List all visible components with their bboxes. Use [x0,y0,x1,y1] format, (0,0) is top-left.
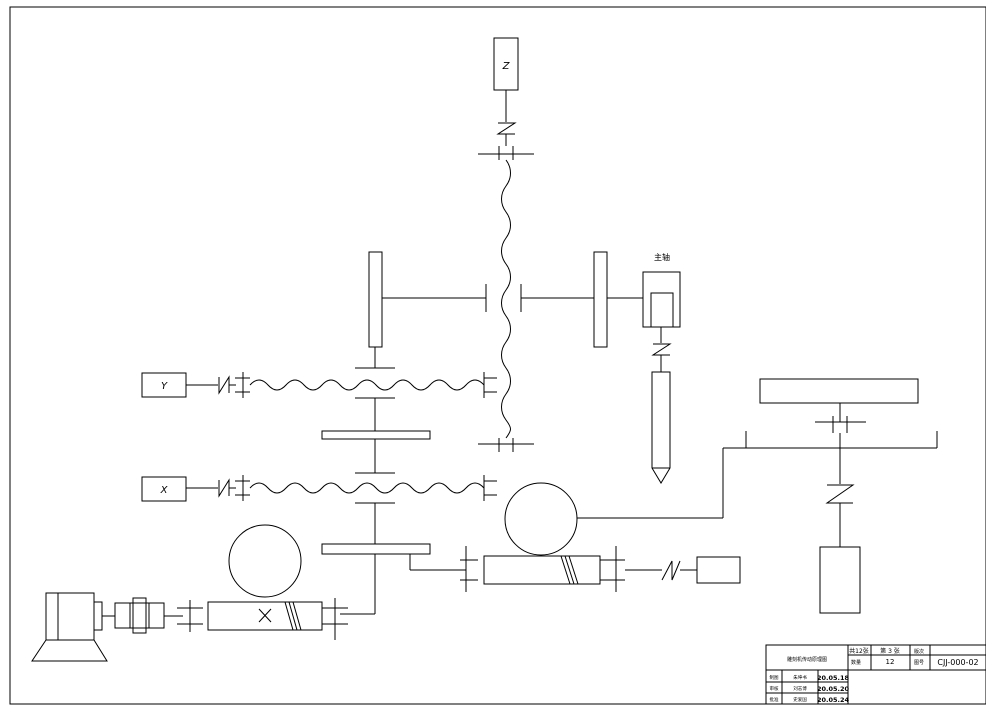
worktable-motor [819,546,861,614]
x-axis-drive: X [141,475,497,502]
worm-right-bearing [322,598,348,640]
title-block-quantity-label: 数量 [851,659,861,666]
spindle-core [650,292,674,328]
z-motor-label: Z [502,61,511,72]
secondary-worm-drive [460,448,741,592]
spindle-gear-train [368,251,643,368]
spindle-coupling-symbol [651,343,672,356]
main-motor-body [45,592,95,641]
x-coupling-symbol [218,478,230,498]
title-block-drawing-name: 雕刻机传动原理图 [787,656,827,663]
main-motor-drive [31,524,348,662]
title-block: 雕刻机传动原理图 共12张 数量 第 3 张 12 版次 图号 CJJ-000-… [765,644,986,705]
title-block-role-0: 制图 [770,674,779,681]
x-right-bearing [483,475,497,501]
worm-wheel-lower [228,524,302,598]
worm-shaft-upper [483,555,601,585]
title-block-name-2: 史爱国 [793,696,807,703]
x-motor-label: X [160,485,169,496]
worm2-right-bearing [600,546,625,592]
x-lead-screw [249,482,485,494]
worm-shaft-lower [207,601,323,631]
y-right-bearing [483,372,497,398]
title-block-date-0: 20.05.18 [817,674,850,682]
worm-left-bearing [177,600,203,632]
y-left-bearing [235,372,250,398]
right-gear-plate [593,251,608,348]
title-block-drawing-no-label: 图号 [914,660,924,666]
drawing-frame [9,6,986,705]
z-axis-drive: Z [478,37,534,452]
worktable-coupling-symbol [825,484,855,504]
z-coupling-symbol [496,122,517,135]
cutting-tool [651,371,671,484]
title-block-role-2: 批准 [770,696,779,703]
spindle-label: 主轴 [654,252,670,262]
title-block-date-2: 20.05.24 [817,696,850,704]
middle-gear-upper [321,430,431,440]
left-gear-plate [368,251,383,348]
title-block-sheet-total: 共12张 [849,647,869,655]
x-left-bearing [235,475,250,501]
y-lead-screw [249,379,485,391]
title-block-drawing-number: CJJ-000-02 [937,658,978,667]
main-motor-base [31,639,108,662]
spindle: 主轴 [642,252,681,484]
spindle-housing [642,271,681,328]
title-block-version-label: 版次 [914,648,924,655]
worktable-assembly [723,378,938,614]
title-block-sheet-count-value: 12 [886,658,895,666]
middle-gear-column [321,398,466,615]
title-block-name-0: 朱坤书 [793,674,807,681]
y-motor-label: Y [161,381,168,392]
title-block-role-1: 审核 [770,685,779,692]
title-block-name-1: 刘志博 [793,685,807,692]
z-lead-screw [501,159,511,439]
motor-coupling [114,602,165,629]
worktable [759,378,919,404]
title-block-sheet-current: 第 3 张 [880,647,900,655]
title-block-date-1: 20.05.20 [817,685,850,693]
worm2-left-bearing [460,546,478,592]
z-lower-bearing [478,438,534,452]
y-axis-drive: Y [141,367,497,399]
z-upper-bearing [478,146,534,160]
middle-gear-lower [321,543,431,555]
worm-wheel-upper [504,482,578,556]
worm2-coupling-symbol [661,560,681,581]
worm2-motor [696,556,741,584]
y-coupling-symbol [218,375,230,395]
x-motor-box [141,476,187,502]
